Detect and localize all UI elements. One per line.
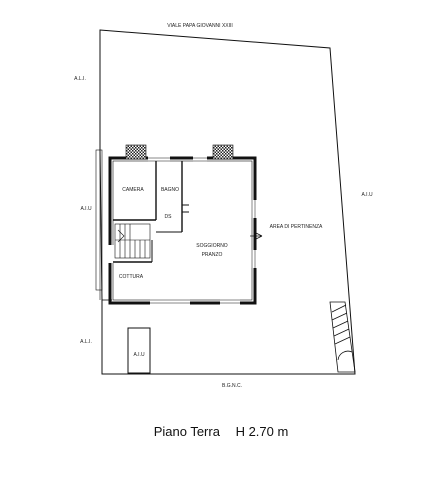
chimney-right (212, 144, 234, 160)
caption-height: H 2.70 m (235, 424, 289, 439)
plan-caption: Piano Terra H 2.70 m (0, 424, 442, 439)
label-top-street: VIALE PAPA GIOVANNI XXIII (167, 23, 233, 29)
stairs (114, 223, 151, 259)
room-camera: CAMERA (122, 187, 144, 193)
room-soggiorno: SOGGIORNO (196, 243, 228, 249)
room-bagno: BAGNO (161, 187, 179, 193)
label-parking-box: A.I.U (133, 352, 145, 358)
label-bottom-street: B.G.N.C. (222, 383, 242, 389)
chimney-left (125, 144, 147, 160)
entrance-arrow (250, 232, 263, 240)
interior-walls (113, 161, 189, 263)
lot-boundary (99, 29, 356, 375)
ramp (329, 301, 356, 373)
room-pranzo: PRANZO (202, 252, 223, 258)
room-cottura: COTTURA (119, 274, 144, 280)
label-left-middle: A.I.U (80, 206, 92, 212)
area-pertinenza: AREA DI PERTINENZA (270, 224, 323, 230)
label-left-lower: A.L.I. (80, 339, 92, 345)
caption-floor: Piano Terra (153, 424, 220, 439)
parking-box (127, 327, 151, 374)
label-left-upper: A.L.I. (74, 76, 86, 82)
label-right-side: A.I.U (361, 192, 373, 198)
room-ds: DS (165, 214, 173, 220)
